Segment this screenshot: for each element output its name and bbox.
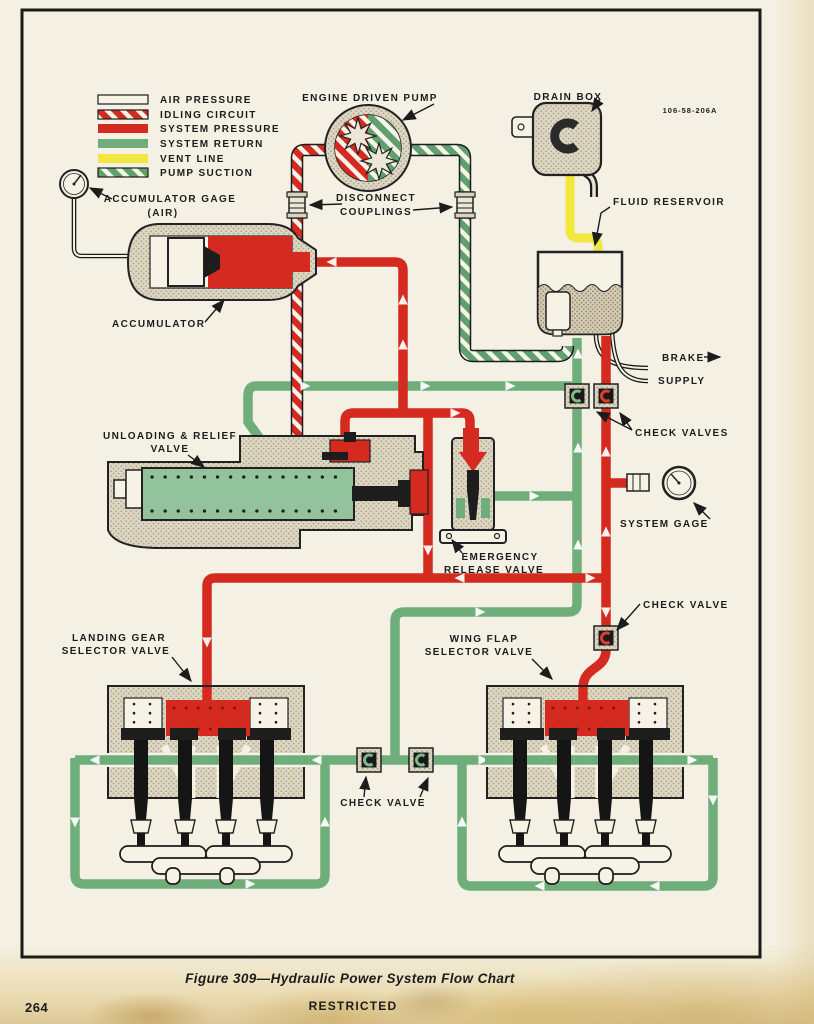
- legend-swatch-system-pressure: [98, 124, 148, 133]
- label-unloading-relief-2: VALVE: [151, 444, 190, 455]
- legend-label-idling-circuit: IDLING CIRCUIT: [160, 110, 257, 121]
- figure-caption: Figure 309—Hydraulic Power System Flow C…: [185, 971, 515, 986]
- accumulator-piston: [204, 246, 220, 278]
- legend-swatch-pump-suction: [97, 167, 149, 178]
- valve-plungers: [513, 740, 653, 820]
- label-brake-supply-2: SUPPLY: [658, 376, 706, 387]
- accumulator: [126, 223, 317, 301]
- page-border-frame: [20, 8, 762, 959]
- label-wing-flap-1: WING FLAP: [450, 634, 519, 645]
- plunger-caps: [130, 819, 278, 834]
- legend-label-system-return: SYSTEM RETURN: [160, 139, 264, 150]
- label-check-valve-upper: CHECK VALVE: [643, 600, 729, 611]
- label-disconnect-couplings-2: COUPLINGS: [340, 207, 412, 218]
- check-valve-pressure-to-reservoir: [593, 383, 619, 409]
- label-disconnect-couplings-1: DISCONNECT: [336, 193, 416, 204]
- legend: AIR PRESSURE IDLING CIRCUIT SYSTEM PRESS…: [97, 94, 280, 179]
- legend-swatch-air-pressure: [97, 94, 149, 105]
- legend-label-system-pressure: SYSTEM PRESSURE: [160, 124, 280, 135]
- label-unloading-relief-1: UNLOADING & RELIEF: [103, 431, 237, 442]
- actuator-manifold-left: [119, 845, 293, 885]
- label-check-valves: CHECK VALVES: [635, 428, 729, 439]
- label-check-valve-lower: CHECK VALVE: [340, 798, 426, 809]
- label-system-gage: SYSTEM GAGE: [620, 519, 709, 530]
- label-emergency-release-1: EMERGENCY: [461, 552, 538, 563]
- label-engine-driven-pump: ENGINE DRIVEN PUMP: [302, 93, 438, 104]
- label-landing-gear-1: LANDING GEAR: [72, 633, 166, 644]
- label-drawing-number: 106-58-206A: [663, 106, 718, 115]
- unloading-relief-valve: [107, 432, 429, 549]
- check-valve-return-to-reservoir: [564, 383, 590, 409]
- disconnect-coupling-left: [286, 191, 308, 219]
- landing-gear-selector-valve: [106, 685, 306, 885]
- actuator-manifold-right: [498, 845, 672, 885]
- legend-swatch-system-return: [98, 139, 148, 148]
- engine-driven-pump: [324, 104, 412, 192]
- check-valve-wing-flap-feed: [593, 625, 619, 651]
- drain-box: [511, 101, 603, 197]
- air-pressure-lines: [71, 198, 649, 384]
- emergency-release-valve: [439, 428, 507, 544]
- label-landing-gear-2: SELECTOR VALVE: [62, 646, 171, 657]
- label-fluid-reservoir: FLUID RESERVOIR: [613, 197, 725, 208]
- check-valve-return-left: [356, 747, 382, 773]
- legend-swatch-idling-circuit: [97, 109, 149, 120]
- legend-swatch-vent-line: [98, 154, 148, 163]
- system-gage: [626, 465, 697, 501]
- release-handle: [439, 529, 507, 544]
- label-accumulator: ACCUMULATOR: [112, 319, 205, 330]
- leader-arrows: [88, 97, 722, 798]
- drain-box-port: [550, 118, 579, 154]
- pump-suction-pipe: [403, 143, 575, 363]
- label-drain-box: DRAIN BOX: [534, 92, 603, 103]
- valve-plungers: [134, 740, 274, 820]
- plunger-caps: [509, 819, 657, 834]
- classification-marking: RESTRICTED: [309, 999, 398, 1013]
- pump-gear-icon: [337, 115, 400, 182]
- legend-label-pump-suction: PUMP SUCTION: [160, 168, 253, 179]
- page-number: 264: [25, 1000, 48, 1015]
- relief-pilot-valve: [322, 432, 371, 463]
- label-brake-supply-1: BRAKE: [662, 353, 705, 364]
- valve-inlet-arrow: [459, 452, 487, 472]
- accumulator-gage: [59, 169, 89, 199]
- label-wing-flap-2: SELECTOR VALVE: [425, 647, 534, 658]
- disconnect-coupling-right: [454, 191, 476, 219]
- idling-circuit-pipe: [290, 143, 335, 452]
- legend-label-vent-line: VENT LINE: [160, 154, 225, 165]
- legend-label-air-pressure: AIR PRESSURE: [160, 95, 252, 106]
- label-accumulator-gage-1: ACCUMULATOR GAGE: [104, 194, 237, 205]
- check-valve-return-right: [408, 747, 434, 773]
- label-accumulator-gage-2: (AIR): [148, 208, 179, 219]
- wing-flap-selector-valve: [485, 685, 685, 885]
- fluid-reservoir: [536, 250, 624, 337]
- label-emergency-release-2: RELEASE VALVE: [444, 565, 544, 576]
